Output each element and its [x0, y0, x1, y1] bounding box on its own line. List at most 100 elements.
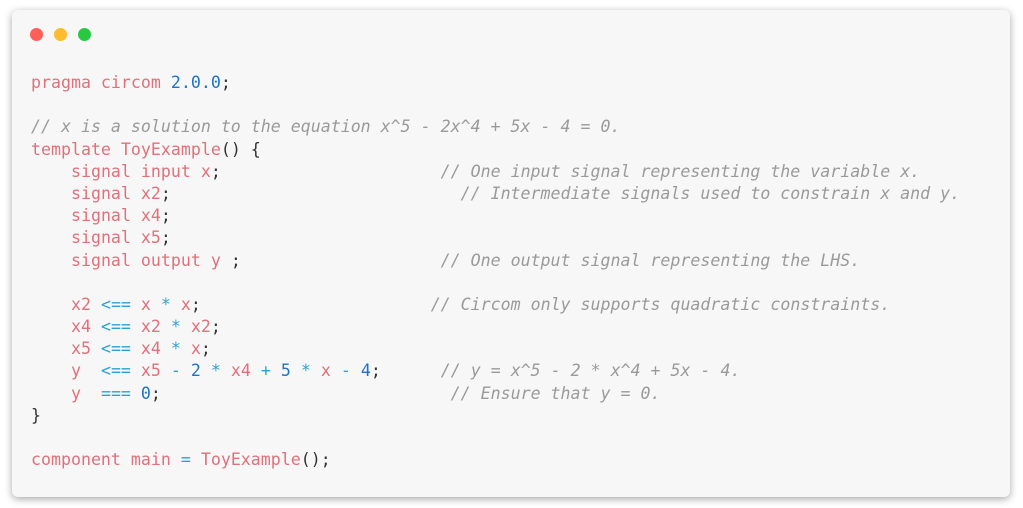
identifier-token: x5	[140, 228, 161, 248]
identifier-token: x	[310, 361, 341, 381]
punctuation-token: ;	[210, 317, 221, 337]
code-comment: // y = x^5 - 2 * x^4 + 5x - 4.	[440, 361, 741, 381]
identifier-token: x2	[140, 183, 161, 203]
code-line: signal x5;	[31, 227, 960, 249]
identifier-token: y	[70, 361, 101, 381]
operator-token: *	[170, 317, 181, 337]
operator-token: <==	[100, 317, 131, 337]
code-line	[31, 94, 960, 116]
zoom-button[interactable]	[78, 28, 91, 41]
identifier-token: x	[200, 161, 211, 181]
indent-space	[241, 251, 441, 270]
indent-space	[161, 384, 451, 403]
indent-space	[171, 184, 461, 203]
code-line	[31, 427, 960, 449]
keyword-token: signal	[70, 206, 141, 226]
minimize-button[interactable]	[54, 28, 67, 41]
number-literal: 5	[270, 361, 301, 381]
operator-token: *	[160, 294, 171, 314]
punctuation-token: ;	[160, 183, 171, 203]
code-line: // x is a solution to the equation x^5 -…	[31, 116, 960, 138]
code-comment: // One output signal representing the LH…	[440, 250, 861, 270]
punctuation-token: ();	[300, 450, 331, 470]
keyword-token: signal output	[70, 250, 211, 270]
indent-space	[31, 206, 71, 225]
punctuation-token: ;	[210, 161, 221, 181]
identifier-token: x2	[130, 317, 171, 337]
operator-token: =	[180, 450, 191, 470]
code-comment: // x is a solution to the equation x^5 -…	[31, 117, 621, 137]
indent-space	[31, 384, 71, 403]
identifier-token: x5	[70, 339, 101, 359]
number-literal: 4	[350, 361, 371, 381]
code-line: y <== x5 - 2 * x4 + 5 * x - 4; // y = x^…	[31, 360, 960, 382]
punctuation-token: ;	[220, 250, 241, 270]
code-line: x4 <== x2 * x2;	[31, 316, 960, 338]
operator-token: ===	[100, 383, 131, 403]
indent-space	[31, 251, 71, 270]
code-line: y === 0; // Ensure that y = 0.	[31, 383, 960, 405]
punctuation-token: ;	[160, 228, 171, 248]
code-window: pragma circom 2.0.0; // x is a solution t…	[12, 10, 1010, 497]
identifier-token: x5	[130, 361, 171, 381]
code-line: template ToyExample() {	[31, 139, 960, 161]
indent-space	[31, 228, 71, 247]
code-block: pragma circom 2.0.0; // x is a solution t…	[31, 72, 960, 471]
code-line: pragma circom 2.0.0;	[31, 72, 960, 94]
identifier-token: x	[180, 339, 201, 359]
code-line: signal x4;	[31, 205, 960, 227]
punctuation-token: ;	[370, 361, 381, 381]
window-controls	[30, 28, 91, 41]
keyword-token: component main	[31, 450, 181, 470]
punctuation-token: ;	[160, 206, 171, 226]
indent-space	[381, 361, 441, 380]
operator-token: *	[210, 361, 221, 381]
identifier-token: x	[170, 294, 191, 314]
operator-token: -	[170, 361, 181, 381]
punctuation-token: () {	[220, 139, 261, 159]
indent-space	[201, 295, 431, 314]
operator-token: <==	[100, 294, 131, 314]
code-comment: // Intermediate signals used to constrai…	[460, 183, 961, 203]
number-literal: 2.0.0	[170, 73, 221, 92]
indent-space	[31, 317, 71, 336]
keyword-token: signal	[70, 183, 141, 203]
keyword-token: template	[31, 139, 121, 159]
operator-token: <==	[100, 339, 131, 359]
identifier-token: x4	[140, 206, 161, 226]
code-line: signal input x; // One input signal repr…	[31, 161, 960, 183]
operator-token: -	[340, 361, 351, 381]
punctuation-token: ;	[150, 383, 161, 403]
keyword-token: signal	[70, 228, 141, 248]
code-comment: // One input signal representing the var…	[440, 161, 921, 181]
code-comment: // Circom only supports quadratic constr…	[430, 294, 891, 314]
identifier-token: y	[70, 383, 101, 403]
operator-token: *	[300, 361, 311, 381]
punctuation-token: ;	[190, 294, 201, 314]
code-comment: // Ensure that y = 0.	[450, 383, 661, 403]
operator-token: +	[260, 361, 271, 381]
identifier-token: x4	[130, 339, 171, 359]
close-button[interactable]	[30, 28, 43, 41]
number-literal: 2	[180, 361, 211, 381]
code-line: }	[31, 405, 960, 427]
code-line: signal output y ; // One output signal r…	[31, 250, 960, 272]
indent-space	[31, 295, 71, 314]
punctuation-token: ;	[200, 339, 211, 359]
keyword-token: pragma circom	[31, 73, 171, 92]
keyword-token: signal input	[70, 161, 201, 181]
indent-space	[221, 162, 441, 181]
code-line: x2 <== x * x; // Circom only supports qu…	[31, 294, 960, 316]
identifier-token: x2	[180, 317, 211, 337]
identifier-token: ToyExample	[120, 139, 221, 159]
indent-space	[31, 162, 71, 181]
code-line: component main = ToyExample();	[31, 449, 960, 471]
identifier-token: x2	[70, 294, 101, 314]
code-line: signal x2; // Intermediate signals used …	[31, 183, 960, 205]
operator-token: <==	[100, 361, 131, 381]
code-line	[31, 272, 960, 294]
operator-token: *	[170, 339, 181, 359]
number-literal: 0	[130, 383, 151, 403]
identifier-token: y	[210, 250, 221, 270]
indent-space	[31, 361, 71, 380]
